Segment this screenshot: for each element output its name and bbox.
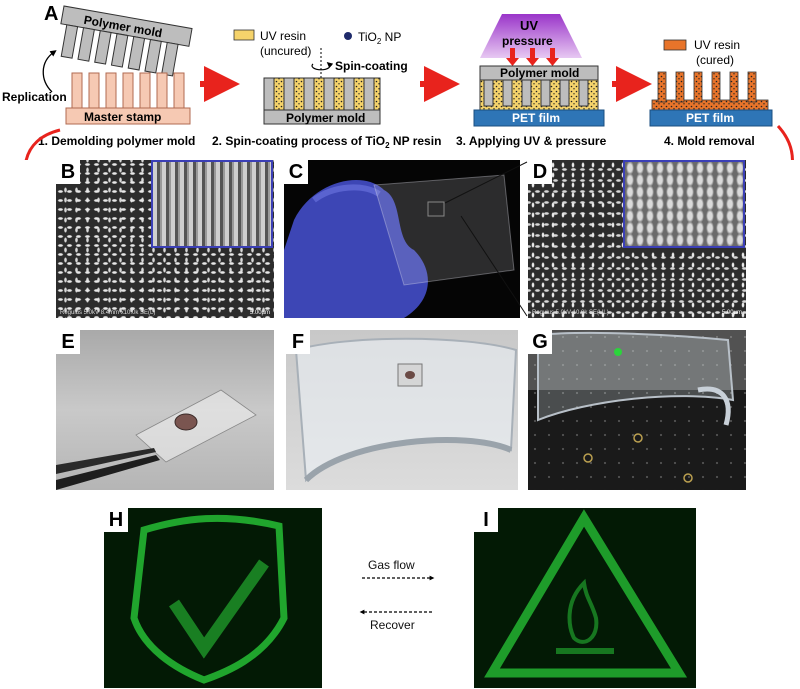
panel-a-schematic: A Polymer mold Master stamp Replicatio: [2, 3, 794, 160]
spin-coating-label: Spin-coating: [335, 59, 408, 73]
panel-b-label: B: [56, 160, 80, 184]
step2-caption: 2. Spin-coating process of TiO2 NP resin: [212, 134, 441, 150]
panel-b-sem: B Regulus 5.0kV 8.4mm x10.0k SE(L) 5.00µ…: [56, 160, 274, 318]
panel-c-photo: C: [284, 160, 520, 318]
pressure-arrows: [506, 48, 559, 66]
panel-d-scalebar: 5.00µm: [721, 310, 742, 316]
curve-arrow-right: [776, 124, 794, 160]
panel-b-scalebar: 5.00µm: [249, 310, 270, 316]
panel-b-inset: [151, 160, 273, 248]
uv-label: UV: [520, 18, 538, 33]
step3-pet-label: PET film: [512, 111, 560, 125]
optical-table-goggles: [528, 330, 746, 483]
gas-flow-label: Gas flow: [368, 558, 415, 572]
panel-h-label: H: [104, 508, 128, 532]
panel-b-sem-caption: Regulus 5.0kV 8.4mm x10.0k SE(L): [60, 310, 156, 316]
legend-cured-1: UV resin: [694, 38, 740, 52]
legend-tio2-label: TiO2 NP: [358, 30, 401, 46]
panel-d-sem-caption: Regulus 5.0kV 10.0k SE(UL): [532, 310, 609, 316]
safety-goggles: [294, 337, 518, 483]
panel-f-photo: F: [286, 330, 518, 490]
step4-caption: 4. Mold removal: [664, 134, 755, 148]
panel-i-label: I: [474, 508, 498, 532]
step3-assembly: Polymer mold PET film: [473, 65, 605, 127]
replication-curve-arrow: [42, 50, 57, 93]
step4-pet-label: PET film: [686, 111, 734, 125]
shield-checkmark-hologram: [130, 514, 288, 684]
legend-uncured-1: UV resin: [260, 29, 306, 43]
step3-caption: 3. Applying UV & pressure: [456, 134, 607, 148]
panel-g-label: G: [528, 330, 552, 354]
master-stamp: Master stamp: [65, 72, 191, 125]
panel-d-inset: [623, 160, 745, 248]
step1-caption: 1. Demolding polymer mold: [38, 134, 195, 148]
master-stamp-label: Master stamp: [84, 110, 161, 124]
step2-mold-label: Polymer mold: [286, 111, 365, 125]
panel-e-label: E: [56, 330, 80, 354]
tweezers-with-film: [56, 389, 257, 490]
panel-f-label: F: [286, 330, 310, 354]
panel-i-hologram: I: [474, 508, 696, 688]
polymer-mold-tilted: Polymer mold: [60, 5, 193, 77]
spin-rotation-icon: [311, 62, 334, 71]
warning-triangle-hologram: [484, 509, 688, 678]
curve-arrow-left: [24, 128, 61, 160]
panel-d-sem: D Regulus 5.0kV 10.0k SE(UL) 5.00µm: [528, 160, 746, 318]
step3-mold-label: Polymer mold: [500, 66, 579, 80]
step2-mold: Polymer mold: [263, 77, 381, 125]
legend-cured-2: (cured): [696, 53, 734, 67]
panel-c-label: C: [284, 160, 308, 184]
legend-uncured-2: (uncured): [260, 44, 311, 58]
panel-h-hologram: H: [104, 508, 322, 688]
replication-label: Replication: [2, 90, 67, 104]
panel-g-photo: G: [528, 330, 746, 490]
panel-d-label: D: [528, 160, 552, 184]
legend-uncured-swatch: [233, 29, 255, 41]
panel-e-photo: E: [56, 330, 274, 490]
pressure-label: pressure: [502, 34, 553, 48]
legend-tio2-dot: [344, 32, 352, 40]
step4-pillars: PET film: [649, 71, 773, 127]
legend-cured-swatch: [663, 39, 687, 51]
uv-light-cone: [480, 14, 582, 58]
panel-a-label: A: [44, 3, 58, 25]
gloved-hand-with-film: [284, 174, 515, 318]
recover-label: Recover: [370, 618, 415, 632]
